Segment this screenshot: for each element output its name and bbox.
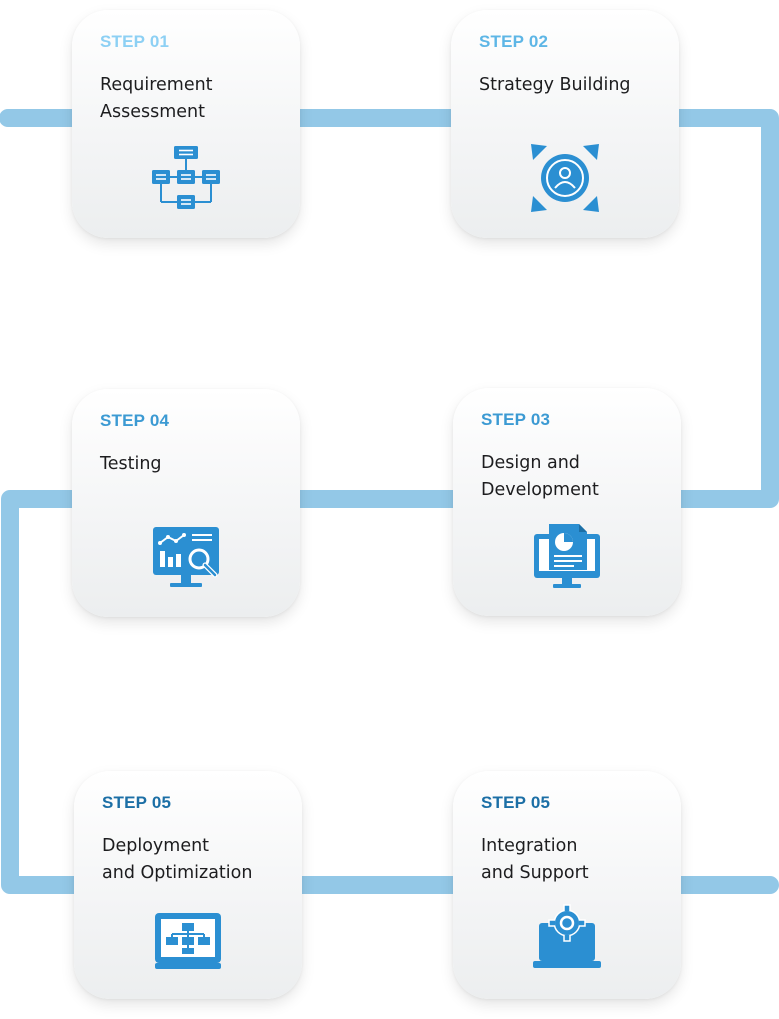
monitor-sitemap-icon — [155, 913, 221, 969]
step-card-05-deployment: STEP 05 Deployment and Optimization — [74, 771, 302, 999]
monitor-document-icon — [534, 524, 600, 588]
step-card-05-integration: STEP 05 Integration and Support — [453, 771, 681, 999]
step-title: Strategy Building — [479, 75, 631, 95]
flowchart-icon — [152, 146, 220, 209]
step-label: STEP 03 — [481, 410, 551, 429]
step-title: Testing — [100, 454, 162, 474]
step-card-04: STEP 04 Testing — [72, 389, 300, 617]
target-user-icon — [531, 144, 599, 212]
step-card-02: STEP 02 Strategy Building — [451, 10, 679, 238]
step-title: Requirement Assessment — [100, 75, 213, 122]
step-label: STEP 05 — [102, 793, 172, 812]
step-label: STEP 01 — [100, 32, 170, 51]
laptop-gear-icon — [533, 904, 601, 968]
step-label: STEP 04 — [100, 411, 170, 430]
step-title: Design and Development — [481, 453, 599, 500]
step-card-01: STEP 01 Requirement Assessment — [72, 10, 300, 238]
step-card-03: STEP 03 Design and Development — [453, 388, 681, 616]
step-label: STEP 05 — [481, 793, 551, 812]
step-title: Integration and Support — [481, 836, 589, 883]
monitor-analytics-icon — [153, 527, 219, 587]
step-label: STEP 02 — [479, 32, 549, 51]
step-title: Deployment and Optimization — [102, 836, 253, 883]
